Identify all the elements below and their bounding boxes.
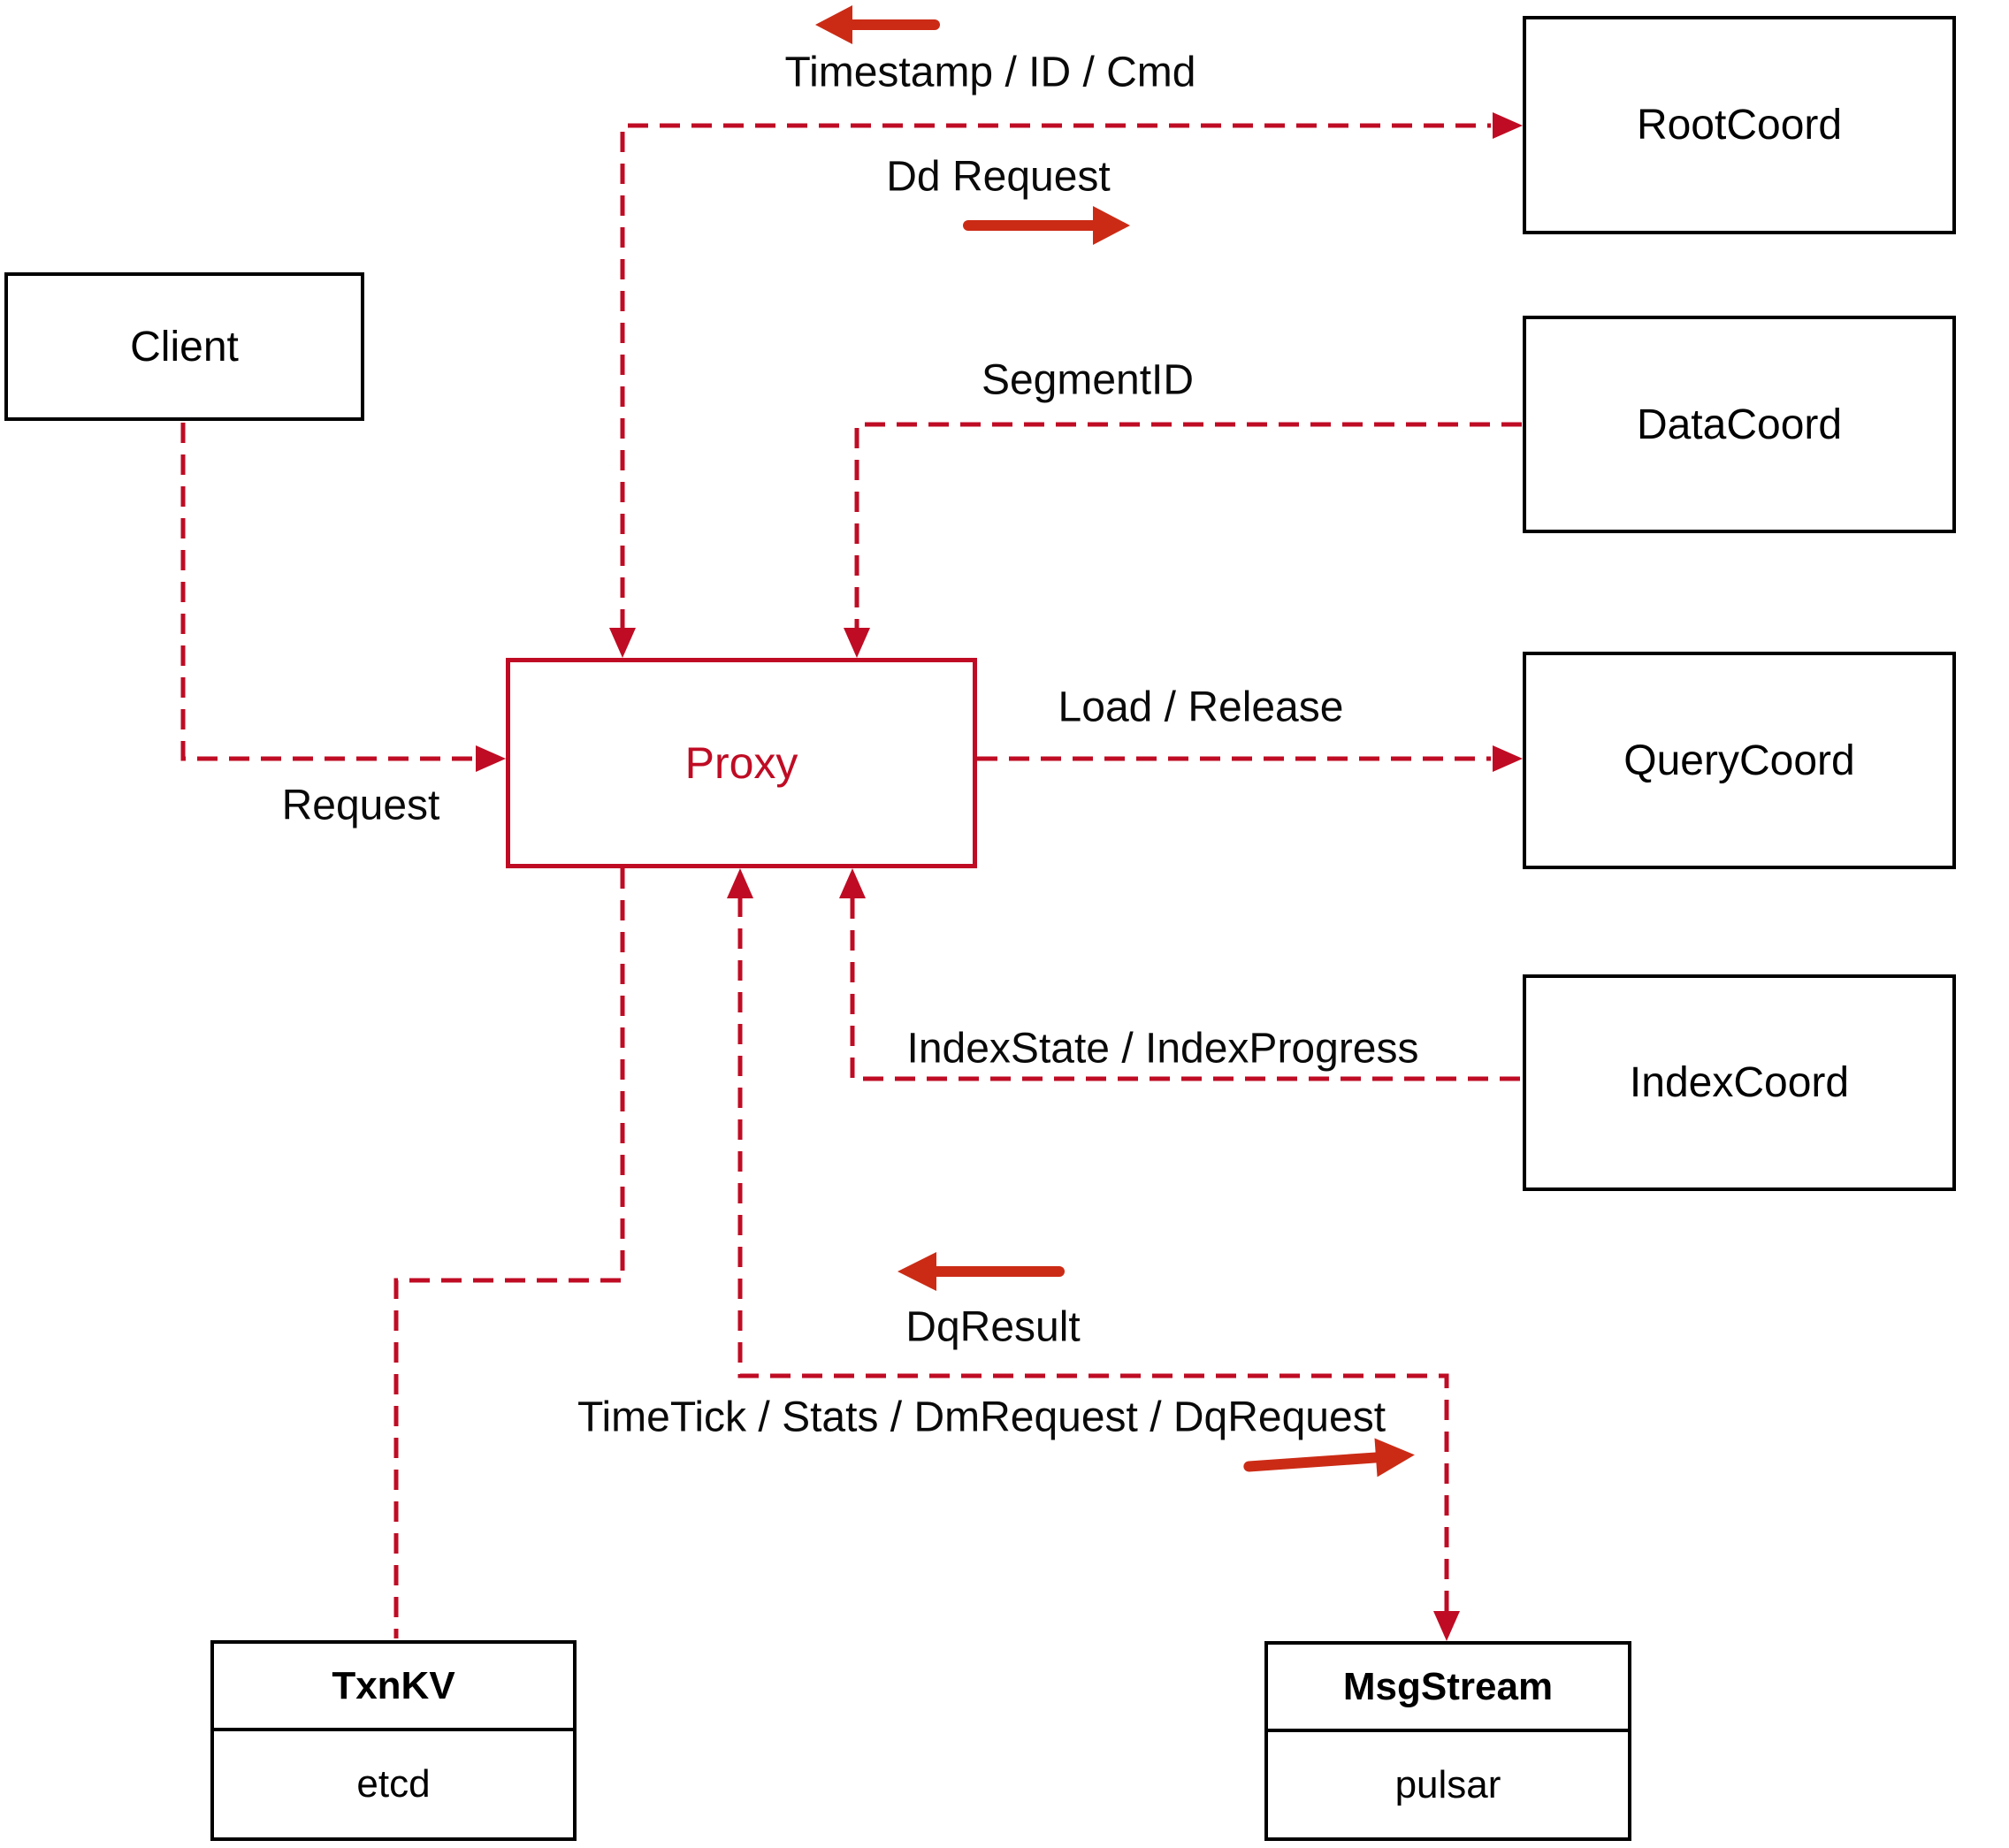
- indexcoord-node: IndexCoord: [1523, 974, 1956, 1191]
- arrowhead-into-proxy-bottom-a-icon: [839, 868, 866, 898]
- rootcoord-label: RootCoord: [1636, 102, 1843, 149]
- edge-label-request: Request: [281, 782, 440, 829]
- txnkv-impl: etcd: [356, 1762, 431, 1806]
- datacoord-label: DataCoord: [1636, 401, 1843, 448]
- arrowhead-into-proxy-left-icon: [476, 745, 506, 772]
- connector-datacoord-proxy: [854, 422, 1522, 630]
- arrowhead-into-proxy-top-b-icon: [844, 628, 870, 658]
- arrowhead-into-proxy-top-a-icon: [609, 628, 636, 658]
- arrowhead-into-proxy-bottom-b-icon: [727, 868, 753, 898]
- arrowhead-into-querycoord-icon: [1493, 745, 1523, 772]
- rootcoord-node: RootCoord: [1523, 16, 1956, 234]
- edge-label-timestamp-id-cmd: Timestamp / ID / Cmd: [784, 49, 1196, 96]
- connector-client-proxy: [180, 423, 476, 761]
- timetick-direction-arrow-icon: [1243, 1438, 1415, 1478]
- dashed-connectors: [180, 123, 1522, 1638]
- msgstream-impl: pulsar: [1394, 1762, 1501, 1806]
- txnkv-title: TxnKV: [214, 1644, 573, 1731]
- querycoord-node: QueryCoord: [1523, 652, 1956, 869]
- txnkv-node: TxnKV etcd: [210, 1640, 577, 1841]
- datacoord-node: DataCoord: [1523, 316, 1956, 533]
- dqresult-direction-arrow-icon: [898, 1252, 1065, 1291]
- timestamp-direction-arrow-icon: [815, 5, 940, 44]
- edge-label-dqresult: DqResult: [905, 1303, 1081, 1351]
- msgstream-title: MsgStream: [1268, 1645, 1628, 1732]
- client-node: Client: [4, 272, 364, 421]
- msgstream-node: MsgStream pulsar: [1264, 1641, 1631, 1841]
- direction-arrows: [815, 5, 1415, 1478]
- proxy-label: Proxy: [684, 738, 798, 788]
- proxy-node: Proxy: [506, 658, 977, 868]
- indexcoord-label: IndexCoord: [1629, 1059, 1850, 1106]
- edge-label-indexstate-indexprogress: IndexState / IndexProgress: [906, 1025, 1419, 1073]
- client-label: Client: [130, 323, 239, 370]
- arrowhead-into-msgstream-icon: [1433, 1611, 1460, 1641]
- edge-label-segmentid: SegmentID: [981, 356, 1195, 404]
- connector-proxy-rootcoord: [620, 123, 1491, 630]
- connector-proxy-txnkv: [393, 868, 625, 1638]
- edge-label-dd-request: Dd Request: [886, 153, 1111, 201]
- dd-request-direction-arrow-icon: [963, 206, 1130, 245]
- edge-label-timetick-stats-dmrequest-dqrequest: TimeTick / Stats / DmRequest / DqRequest: [577, 1394, 1386, 1441]
- connector-proxy-msgstream: [737, 897, 1449, 1611]
- edge-label-load-release: Load / Release: [1058, 683, 1344, 731]
- arrowhead-into-rootcoord-icon: [1493, 112, 1523, 139]
- querycoord-label: QueryCoord: [1623, 737, 1855, 784]
- connector-arrowheads: [476, 112, 1523, 1641]
